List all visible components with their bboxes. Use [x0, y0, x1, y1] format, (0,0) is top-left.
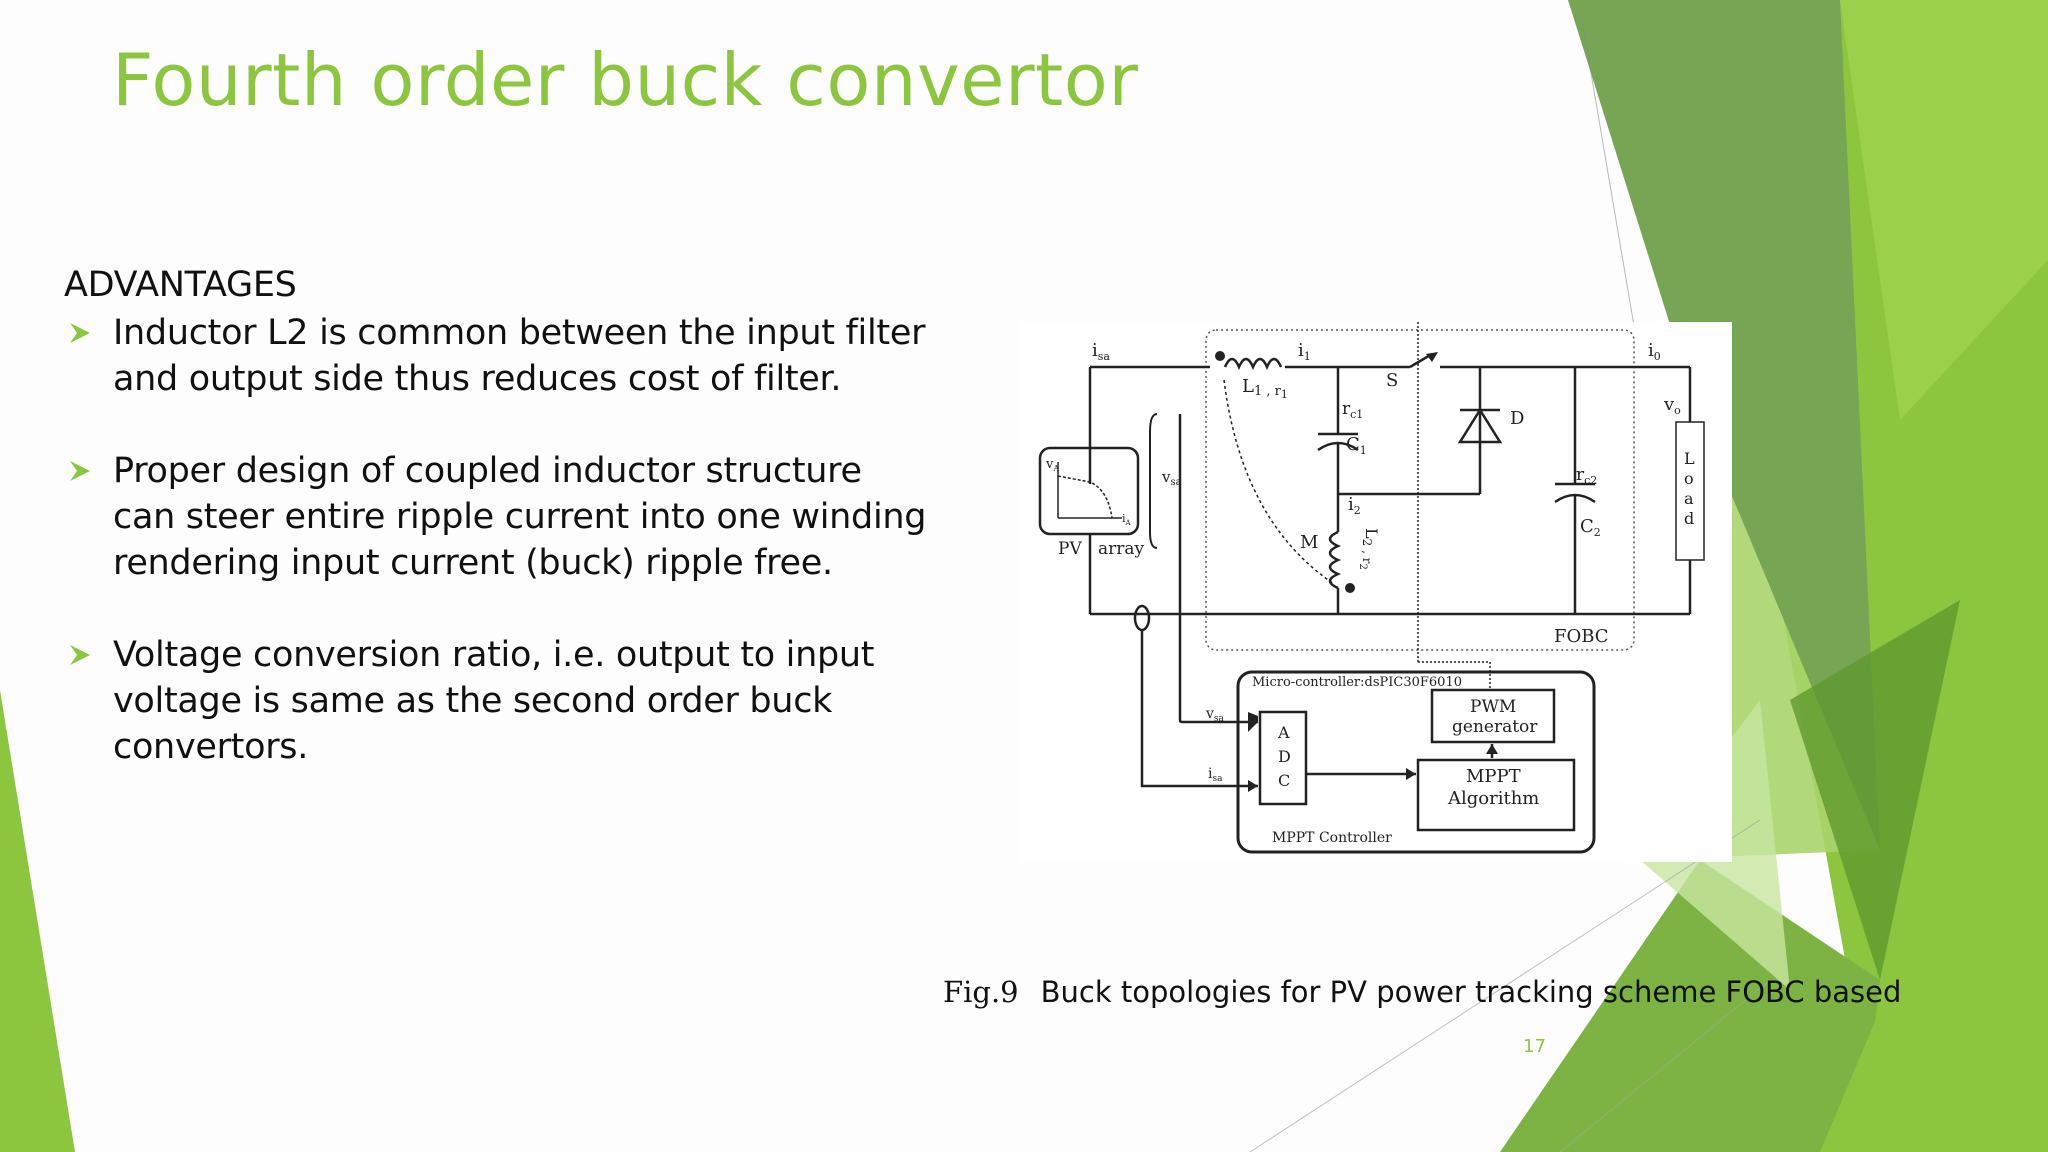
- svg-text:iA: iA: [1122, 512, 1132, 527]
- fobc-circuit-diagram: isa i1 L1 , r1 S D i0 vo rc1 C1 rc2 C2 L…: [1038, 322, 1705, 854]
- va-label: v: [1045, 457, 1054, 472]
- pv-array-box: [1038, 446, 1140, 536]
- bullet-text: Inductor L2 is common between the input …: [113, 313, 926, 399]
- va-sub: A: [1052, 464, 1059, 473]
- switch-label: S: [1386, 370, 1398, 391]
- slide-title: Fourth order buck convertor: [112, 38, 1139, 122]
- page-number: 17: [1523, 1036, 1546, 1057]
- vo-sub: o: [1674, 404, 1681, 417]
- svg-text:isa: isa: [1092, 340, 1110, 363]
- fobc-label: FOBC: [1554, 626, 1609, 647]
- isa-label: i: [1092, 340, 1098, 361]
- io-label: i: [1648, 340, 1654, 361]
- mppt-label-1: MPPT: [1466, 766, 1521, 787]
- rc1-label: r: [1342, 399, 1351, 419]
- adc-letter: C: [1278, 771, 1290, 790]
- arrow-bullet-icon: [70, 461, 90, 481]
- bullet-item: Proper design of coupled inductor struct…: [64, 448, 934, 586]
- svg-text:i2: i2: [1348, 494, 1361, 517]
- vsa-sub: sa: [1170, 477, 1181, 488]
- arrow-bullet-icon: [70, 645, 90, 665]
- l2-label: L: [1362, 528, 1381, 539]
- svg-text:L1 , r1: L1 , r1: [1242, 376, 1288, 401]
- ia-sub: A: [1125, 519, 1132, 527]
- load-letter: o: [1684, 469, 1694, 488]
- pwm-generator-box: [1430, 688, 1556, 744]
- load-letter: a: [1684, 489, 1694, 508]
- diode-label: D: [1510, 408, 1524, 429]
- vsa-in-sub: sa: [1214, 714, 1225, 724]
- l1-sub: 1: [1281, 388, 1288, 401]
- svg-text:L2 , r2: L2 , r2: [1357, 528, 1381, 570]
- adc-box: [1258, 710, 1308, 806]
- svg-text:vo: vo: [1663, 394, 1681, 417]
- load-letter: d: [1684, 509, 1694, 528]
- adc-letter: D: [1278, 747, 1291, 766]
- mppt-label-2: Algorithm: [1447, 788, 1539, 809]
- isa-in-label: i: [1208, 766, 1213, 782]
- svg-text:i0: i0: [1648, 340, 1661, 363]
- isa-sub: sa: [1098, 350, 1111, 363]
- arrow-bullet-icon: [70, 323, 90, 343]
- svg-text:vA: vA: [1045, 457, 1059, 473]
- advantages-heading: ADVANTAGES: [64, 265, 297, 305]
- i1-label: i: [1298, 340, 1304, 361]
- c1-sub: 1: [1360, 444, 1367, 457]
- i2-label: i: [1348, 494, 1354, 515]
- bullet-item: Inductor L2 is common between the input …: [64, 310, 934, 402]
- rc2-label: r: [1576, 465, 1585, 485]
- c1-label: C: [1346, 434, 1360, 455]
- pwm-label-2: generator: [1452, 717, 1538, 737]
- array-label: array: [1098, 539, 1145, 559]
- pv-label: PV: [1058, 539, 1082, 559]
- adc-letter: A: [1277, 723, 1290, 742]
- load-letter: L: [1684, 449, 1695, 468]
- caption-text: Buck topologies for PV power tracking sc…: [1040, 975, 1902, 1009]
- i2-sub: 2: [1354, 504, 1361, 517]
- svg-text:vsa: vsa: [1161, 468, 1182, 488]
- bullet-item: Voltage conversion ratio, i.e. output to…: [64, 632, 934, 770]
- svg-text:rc2: rc2: [1576, 465, 1597, 487]
- l2-rest: 2 , r: [1360, 539, 1374, 564]
- vo-label: v: [1663, 394, 1675, 415]
- bullet-text: Proper design of coupled inductor struct…: [113, 451, 927, 583]
- pwm-label-1: PWM: [1470, 697, 1516, 717]
- svg-text:C1: C1: [1346, 434, 1367, 457]
- caption-fig-number: Fig.9: [943, 975, 1019, 1009]
- isa-in-sub: sa: [1212, 774, 1223, 784]
- vsa-in-label: v: [1205, 706, 1214, 722]
- io-sub: 0: [1654, 350, 1661, 363]
- mutual-m-label: M: [1300, 532, 1318, 553]
- bullet-text: Voltage conversion ratio, i.e. output to…: [113, 635, 875, 767]
- c2-label: C: [1580, 516, 1594, 537]
- i1-sub: 1: [1304, 350, 1311, 363]
- mppt-controller-label: MPPT Controller: [1272, 830, 1392, 846]
- l1-label: L: [1242, 376, 1254, 397]
- advantages-section: ADVANTAGES Inductor L2 is common between…: [64, 262, 934, 816]
- microcontroller-label: Micro-controller:dsPIC30F6010: [1252, 675, 1462, 690]
- svg-text:rc1: rc1: [1342, 399, 1363, 421]
- circuit-figure: isa i1 L1 , r1 S D i0 vo rc1 C1 rc2 C2 L…: [1020, 322, 1732, 862]
- figure-caption: Fig.9 Buck topologies for PV power tracki…: [943, 975, 1901, 1009]
- svg-text:C2: C2: [1580, 516, 1601, 539]
- mppt-algorithm-box: [1416, 758, 1576, 832]
- svg-text:vsa: vsa: [1205, 706, 1225, 724]
- rc2-sub: c2: [1584, 474, 1597, 487]
- l2-sub: 2: [1357, 563, 1368, 569]
- fobc-boundary: [1205, 329, 1635, 651]
- mppt-controller-box: [1236, 670, 1596, 854]
- svg-text:isa: isa: [1208, 766, 1223, 784]
- c2-sub: 2: [1594, 526, 1601, 539]
- vsa-label: v: [1161, 468, 1171, 486]
- rc1-sub: c1: [1350, 408, 1363, 421]
- svg-text:i1: i1: [1298, 340, 1311, 363]
- ia-label: i: [1122, 512, 1126, 525]
- l1-rest: 1 , r: [1254, 384, 1282, 399]
